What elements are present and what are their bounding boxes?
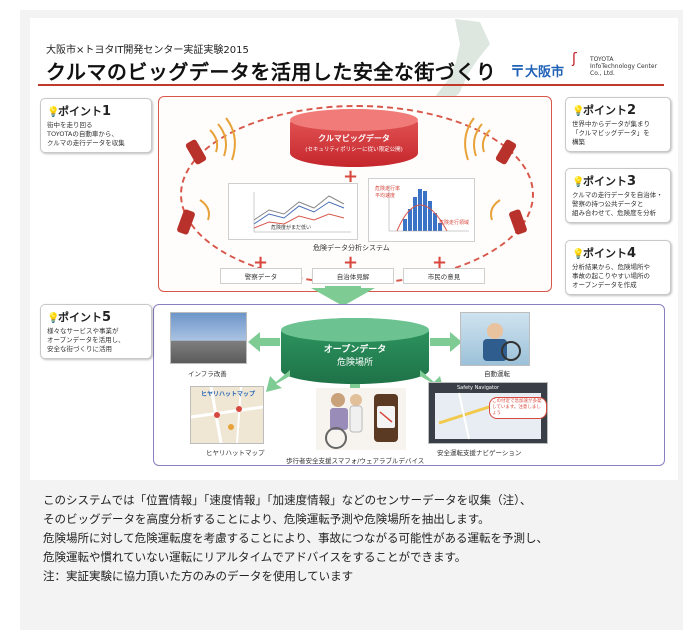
callout-head-label: ポイント (583, 175, 627, 188)
callout-number: 5 (102, 310, 112, 325)
plus-icon: + (343, 166, 359, 187)
callout-heading: 💡ポイント1 (47, 103, 145, 119)
wheelchair-watch-graphic (325, 393, 398, 449)
risk-line-chart-graphic (253, 192, 351, 233)
speed-distribution-graphic (388, 185, 469, 232)
callout-head-label: ポイント (583, 104, 627, 117)
description-paragraph: このシステムでは「位置情報」「速度情報」「加速度情報」などのセンサーデータを収集… (43, 491, 663, 586)
callout-body: 様々なサービスや事業が オープンデータを活用し、 安全な街づくりに活用 (47, 327, 125, 353)
callout-body: 街中を走り回る TOYOTAの自動車から、 クルマの走行データを収集 (47, 121, 125, 147)
plus-icon: + (432, 252, 448, 273)
near-miss-map-title: ヒヤリハットマップ (201, 391, 256, 398)
toyota-logo-text: TOYOTA InfoTechnology Center Co., Ltd. (590, 56, 658, 77)
item-infrastructure: インフラ改善 (188, 370, 227, 378)
cylinder-top (290, 109, 418, 131)
plus-icon: + (253, 252, 269, 273)
osaka-logo-text: 大阪市 (525, 65, 565, 80)
car-icon (185, 139, 207, 165)
callout-point-4: 💡ポイント4 分析結果から、危険場所や 事故の起こりやすい場所の オープンデータ… (565, 240, 671, 295)
driver-graphic (483, 323, 521, 361)
cylinder-top (281, 318, 429, 342)
input-citizen-opinion: 市民の意見 (403, 268, 485, 284)
opendata-cylinder: オープンデータ 危険場所 (281, 318, 429, 384)
input-police-data: 警察データ (220, 268, 302, 284)
item-pedestrian-device: 歩行者安全支援スマフォ/ウェアラブルデバイス (286, 457, 425, 465)
item-near-miss-map: ヒヤリハットマップ (206, 449, 265, 457)
callout-body: 分析結果から、危険場所や 事故の起こりやすい場所の オープンデータを作成 (572, 263, 650, 289)
speed-distribution-chart: 危険走行率 平均速度 危険走行領域 (368, 178, 475, 242)
safety-navigation-image: Safety Navigator この付近で急加速が多発しています。注意しましょ… (428, 382, 548, 444)
header-subtitle: 大阪市×トヨタIT開発センター実証実験2015 (46, 45, 249, 56)
bigdata-subtitle: (セキュリティポリシーに従い限定公開) (305, 147, 403, 153)
callout-heading: 💡ポイント3 (572, 173, 664, 189)
chart-right-note3: 危険走行領域 (439, 220, 470, 226)
osaka-city-logo: 〒大阪市 (510, 60, 564, 81)
lightbulb-icon: 💡 (572, 106, 585, 117)
item-safety-navigation: 安全運転支援ナビゲーション (437, 449, 522, 457)
autonomous-driving-image (460, 312, 530, 366)
nav-title: Safety Navigator (457, 385, 500, 391)
plus-icon: + (343, 252, 359, 273)
lightbulb-icon: 💡 (47, 313, 60, 324)
paragraph-line: そのビッグデータを高度分析することにより、危険運転予測や危険場所を抽出します。 (43, 512, 490, 526)
toyota-mark-icon: ʃ (572, 51, 577, 67)
callout-heading: 💡ポイント2 (572, 102, 664, 118)
flow-arrow-down (311, 288, 375, 306)
callout-heading: 💡ポイント4 (572, 245, 664, 261)
callout-head-label: ポイント (58, 105, 102, 118)
paragraph-line: 危険運転や慣れていない運転にリアルタイムでアドバイスをすることができます。 (43, 550, 467, 564)
callout-body: クルマの走行データを自治体・ 警察の持つ公共データと 組み合わせて、危険度を分析 (572, 191, 663, 217)
callout-number: 4 (627, 246, 637, 261)
callout-head-label: ポイント (583, 247, 627, 260)
infrastructure-image (170, 312, 247, 364)
osaka-mark-icon: 〒 (510, 62, 526, 80)
system-label: 危険データ分析システム (313, 244, 390, 252)
toyota-logo: ʃ TOYOTA InfoTechnology Center Co., Ltd. (572, 52, 660, 77)
chart-right-note2: 平均速度 (375, 193, 396, 199)
callout-point-2: 💡ポイント2 世界中からデータが集まり 「クルマビッグデータ」を 構築 (565, 97, 671, 152)
lightbulb-icon: 💡 (572, 249, 585, 260)
callout-number: 1 (102, 104, 112, 119)
paragraph-line: このシステムでは「位置情報」「速度情報」「加速度情報」などのセンサーデータを収集… (43, 493, 532, 507)
car-icon (509, 209, 527, 235)
near-miss-map-graphic (190, 386, 264, 444)
nav-bubble: この付近で急加速が多発しています。注意しましょう (489, 397, 547, 419)
bigdata-title: クルマビッグデータ (318, 134, 390, 143)
callout-head-label: ポイント (58, 311, 102, 324)
car-bigdata-cylinder: クルマビッグデータ (セキュリティポリシーに従い限定公開) (290, 109, 418, 167)
car-signal-graphics (177, 117, 527, 235)
callout-number: 2 (627, 103, 637, 118)
car-icon (495, 139, 517, 165)
callout-point-5: 💡ポイント5 様々なサービスや事業が オープンデータを活用し、 安全な街づくりに… (40, 304, 152, 359)
paragraph-line: 危険場所に対して危険運転度を考慮することにより、事故につながる可能性がある運転を… (43, 531, 548, 545)
risk-line-chart: 危険度がまだ低い (228, 183, 358, 240)
car-icon (177, 209, 195, 235)
lightbulb-icon: 💡 (572, 177, 585, 188)
near-miss-map-image: ヒヤリハットマップ (190, 386, 264, 444)
page-title: クルマのビッグデータを活用した安全な街づくり (46, 60, 497, 84)
callout-point-3: 💡ポイント3 クルマの走行データを自治体・ 警察の持つ公共データと 組み合わせて… (565, 168, 671, 223)
paragraph-note: 注：実証実験に協力頂いた方のみのデータを使用しています (43, 569, 354, 583)
opendata-title: オープンデータ (323, 345, 387, 355)
opendata-subtitle: 危険場所 (336, 358, 373, 368)
chart-left-label: 危険度がまだ低い (271, 225, 312, 231)
input-municipal-view: 自治体見解 (312, 268, 394, 284)
callout-number: 3 (627, 174, 637, 189)
lightbulb-icon: 💡 (47, 107, 60, 118)
chart-right-note: 危険走行率 (375, 186, 401, 192)
pedestrian-device-image (316, 388, 406, 450)
callout-point-1: 💡ポイント1 街中を走り回る TOYOTAの自動車から、 クルマの走行データを収… (40, 98, 152, 153)
callout-heading: 💡ポイント5 (47, 309, 145, 325)
item-autonomous-driving: 自動運転 (484, 370, 510, 378)
callout-body: 世界中からデータが集まり 「クルマビッグデータ」を 構築 (572, 120, 650, 146)
header-rule (38, 84, 664, 86)
